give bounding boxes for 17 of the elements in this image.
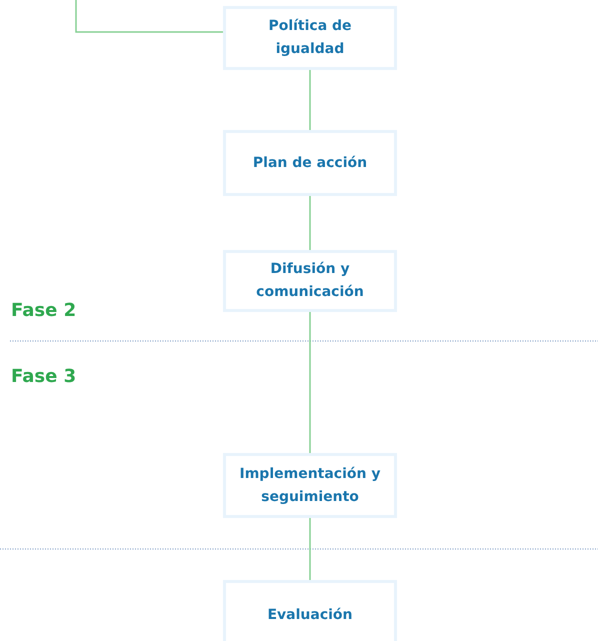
process-box xyxy=(223,453,397,518)
process-box xyxy=(223,250,397,312)
box-label: Política de igualdad xyxy=(267,17,353,59)
box-label: Implementación y seguimiento xyxy=(238,464,382,506)
connector-line xyxy=(309,196,311,250)
phase-label: Fase 3 xyxy=(11,366,76,387)
connector-line xyxy=(309,70,311,130)
phase-label: Fase 2 xyxy=(11,300,76,321)
box-label: Plan de acción xyxy=(252,154,368,172)
box-label: Evaluación xyxy=(266,606,354,624)
process-box xyxy=(223,6,397,70)
box-label: Difusión y comunicación xyxy=(255,260,365,302)
connector-line xyxy=(75,0,223,33)
connector-line xyxy=(309,518,311,580)
process-box xyxy=(223,580,397,641)
process-box xyxy=(223,130,397,196)
connector-line xyxy=(309,312,311,453)
